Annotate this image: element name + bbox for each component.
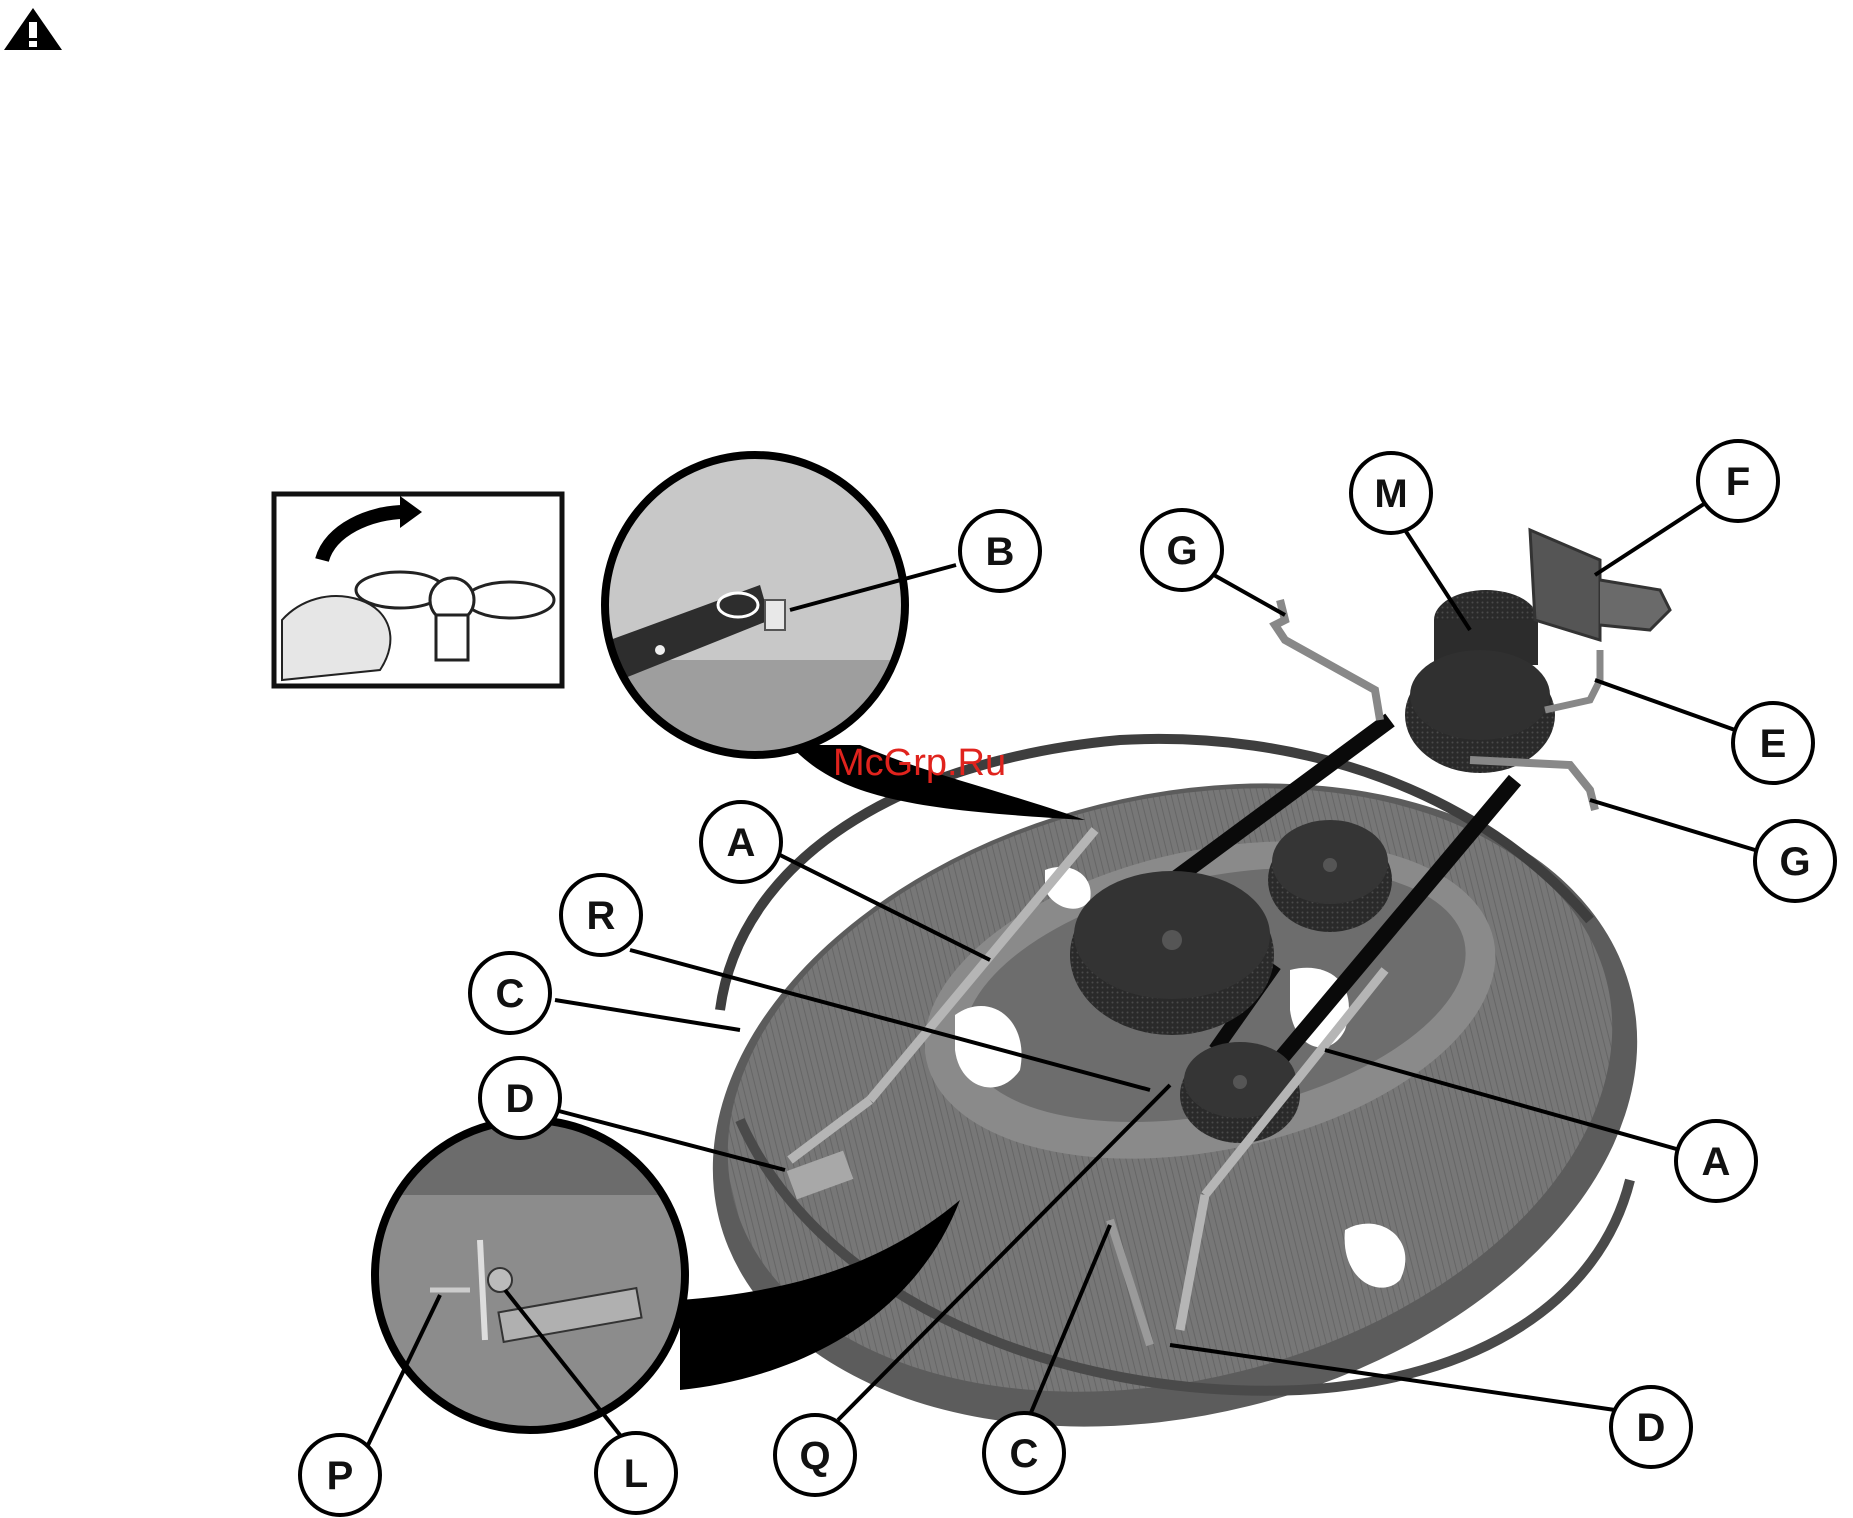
callout-g-lower: G (1755, 821, 1835, 901)
belt-keeper-f (1530, 530, 1670, 640)
watermark: McGrp.Ru (833, 742, 1006, 784)
warning-triangle-icon (4, 8, 62, 50)
callout-f: F (1698, 441, 1778, 521)
svg-text:R: R (587, 894, 616, 938)
svg-text:B: B (986, 530, 1015, 574)
mower-deck (644, 691, 1706, 1518)
callout-r: R (561, 875, 641, 955)
callout-p: P (300, 1435, 380, 1515)
svg-text:A: A (727, 821, 756, 865)
callout-b: B (960, 511, 1040, 591)
svg-text:C: C (1010, 1432, 1039, 1476)
deck-pulley-left (1070, 871, 1274, 1035)
idler-pulley (1268, 820, 1392, 932)
callout-g-upper: G (1142, 510, 1222, 590)
svg-text:F: F (1726, 460, 1750, 504)
svg-text:M: M (1374, 472, 1407, 516)
callout-l: L (596, 1433, 676, 1513)
callout-d-bottom: D (1611, 1387, 1691, 1467)
svg-text:D: D (1637, 1406, 1666, 1450)
svg-text:Q: Q (799, 1434, 830, 1478)
belt-guide-bracket-g-upper (1275, 600, 1380, 720)
callout-c-bottom: C (984, 1413, 1064, 1493)
svg-text:A: A (1702, 1140, 1731, 1184)
svg-text:G: G (1166, 529, 1197, 573)
svg-text:G: G (1779, 840, 1810, 884)
svg-text:D: D (506, 1077, 535, 1121)
callout-a-left: A (701, 802, 781, 882)
svg-text:C: C (496, 972, 525, 1016)
inset-knob-turn (274, 494, 562, 686)
callout-a-right: A (1676, 1121, 1756, 1201)
callout-q: Q (775, 1415, 855, 1495)
callout-c-left: C (470, 953, 550, 1033)
callout-m: M (1351, 453, 1431, 533)
callout-e: E (1733, 703, 1813, 783)
svg-text:P: P (327, 1454, 354, 1498)
svg-text:L: L (624, 1452, 648, 1496)
engine-pulley-stack (1405, 590, 1555, 773)
svg-text:E: E (1760, 722, 1787, 766)
callout-d-left: D (480, 1058, 560, 1138)
belt-guide-e (1545, 650, 1600, 710)
